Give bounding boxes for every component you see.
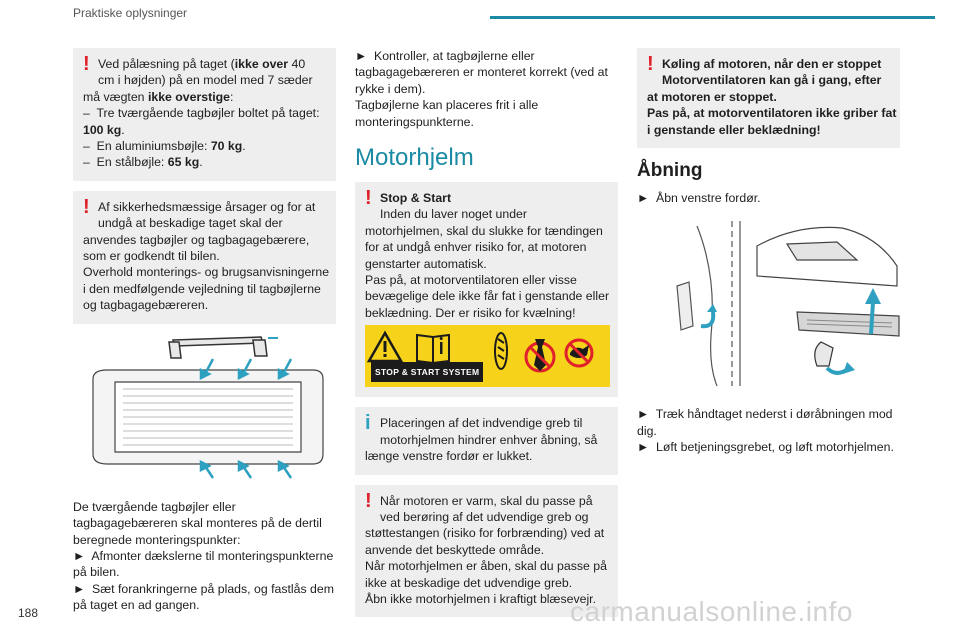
stop-start-warning-box: !Stop & Start Inden du laver noget under… — [355, 182, 618, 398]
warning-icon: ! — [647, 53, 654, 75]
hot-engine-warning-box: !Når motoren er varm, skal du passe på v… — [355, 484, 618, 618]
roof-bars-illustration — [73, 334, 336, 489]
bonnet-release-illustration — [637, 216, 900, 396]
subsection-title-opening: Åbning — [637, 160, 703, 182]
bonnet-opening-steps: ► Træk håndtaget nederst i døråbningen m… — [637, 407, 894, 455]
no-hand-icon — [564, 338, 594, 368]
warning-icon: ! — [83, 195, 90, 218]
roof-bars-safety-box: !Af sikkerhedsmæssige årsager og for at … — [73, 190, 336, 324]
engine-cooling-warning-box: !Køling af motoren, når den er stoppet M… — [637, 48, 900, 149]
step-open-door: ► Åbn venstre fordør. — [637, 191, 761, 206]
roof-bars-mounting-text: De tværgående tagbøjler eller tagbagageb… — [73, 499, 334, 613]
page-number: 188 — [18, 606, 39, 620]
stop-start-system-label: STOP & START SYSTEM — [371, 361, 484, 383]
roof-bars-check-text: ► Kontroller, at tagbøjlerne eller tagba… — [355, 49, 608, 129]
column-1: !Ved pålæsning på taget (ikke over 40 cm… — [73, 48, 336, 614]
column-2: ► Kontroller, at tagbøjlerne eller tagba… — [355, 48, 618, 618]
warning-icon: ! — [83, 53, 90, 75]
roof-load-warning-box: !Ved pålæsning på taget (ikke over 40 cm… — [73, 48, 336, 181]
manual-book-icon — [416, 334, 450, 365]
warning-icon: ! — [365, 489, 372, 512]
warning-triangle-icon — [366, 330, 404, 363]
stop-start-warning-label: STOP & START SYSTEM — [365, 325, 610, 388]
running-header: Praktiske oplysninger — [73, 6, 188, 20]
section-title-bonnet: Motorhjelm — [355, 144, 474, 172]
watermark: carmanualsonline.info — [570, 596, 853, 627]
no-tie-icon — [524, 339, 556, 373]
header-accent-bar — [490, 16, 935, 19]
info-icon: i — [365, 412, 371, 435]
warning-icon: ! — [365, 187, 372, 210]
fan-belt-icon — [494, 332, 508, 371]
column-3: !Køling af motoren, når den er stoppet M… — [637, 48, 900, 456]
